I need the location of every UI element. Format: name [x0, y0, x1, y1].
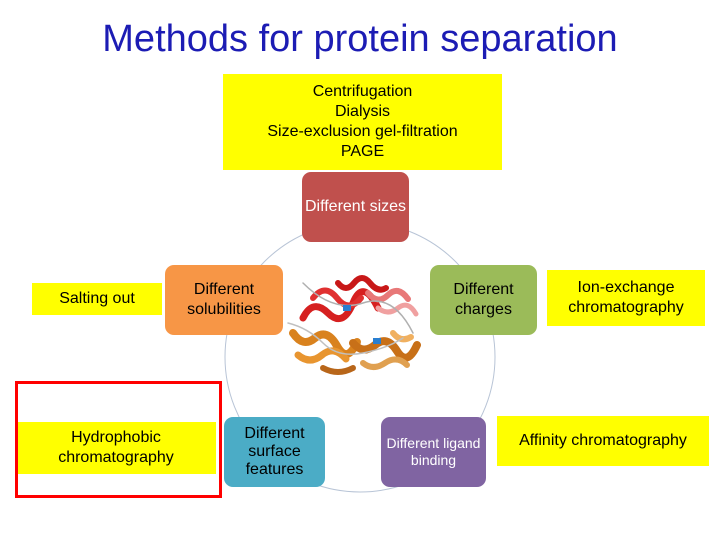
node-different-surface-features: Different surface features [224, 417, 325, 487]
node-different-solubilities: Different solubilities [165, 265, 283, 335]
method-label: Affinity chromatography [519, 432, 687, 449]
method-centrifugation: Centrifugation [312, 83, 413, 100]
method-size-exclusion: Size-exclusion gel-filtration [267, 123, 458, 140]
method-ion-exchange-chromatography: Ion-exchange chromatography [547, 270, 705, 326]
node-different-charges: Different charges [430, 265, 537, 335]
method-dialysis: Dialysis [334, 103, 391, 120]
node-label: Different ligand binding [386, 435, 481, 468]
method-label: Ion-exchange chromatography [568, 279, 684, 316]
node-label: Different solubilities [187, 281, 261, 318]
node-different-ligand-binding: Different ligand binding [381, 417, 486, 487]
method-hydrophobic-chromatography: Hydrophobic chromatography [16, 422, 216, 474]
protein-structure-image [287, 275, 421, 375]
method-label: Hydrophobic chromatography [58, 429, 174, 466]
method-label: Salting out [59, 290, 135, 307]
highlight-box [15, 381, 222, 498]
method-salting-out: Salting out [32, 283, 162, 315]
node-label: Different sizes [304, 198, 407, 215]
method-page: PAGE [340, 143, 385, 160]
node-label: Different charges [453, 281, 514, 318]
node-different-sizes: Different sizes [302, 172, 409, 242]
node-label: Different surface features [244, 425, 305, 478]
page-title: Methods for protein separation [102, 18, 618, 60]
method-affinity-chromatography: Affinity chromatography [497, 416, 709, 466]
size-methods-box: Centrifugation Dialysis Size-exclusion g… [223, 74, 502, 170]
